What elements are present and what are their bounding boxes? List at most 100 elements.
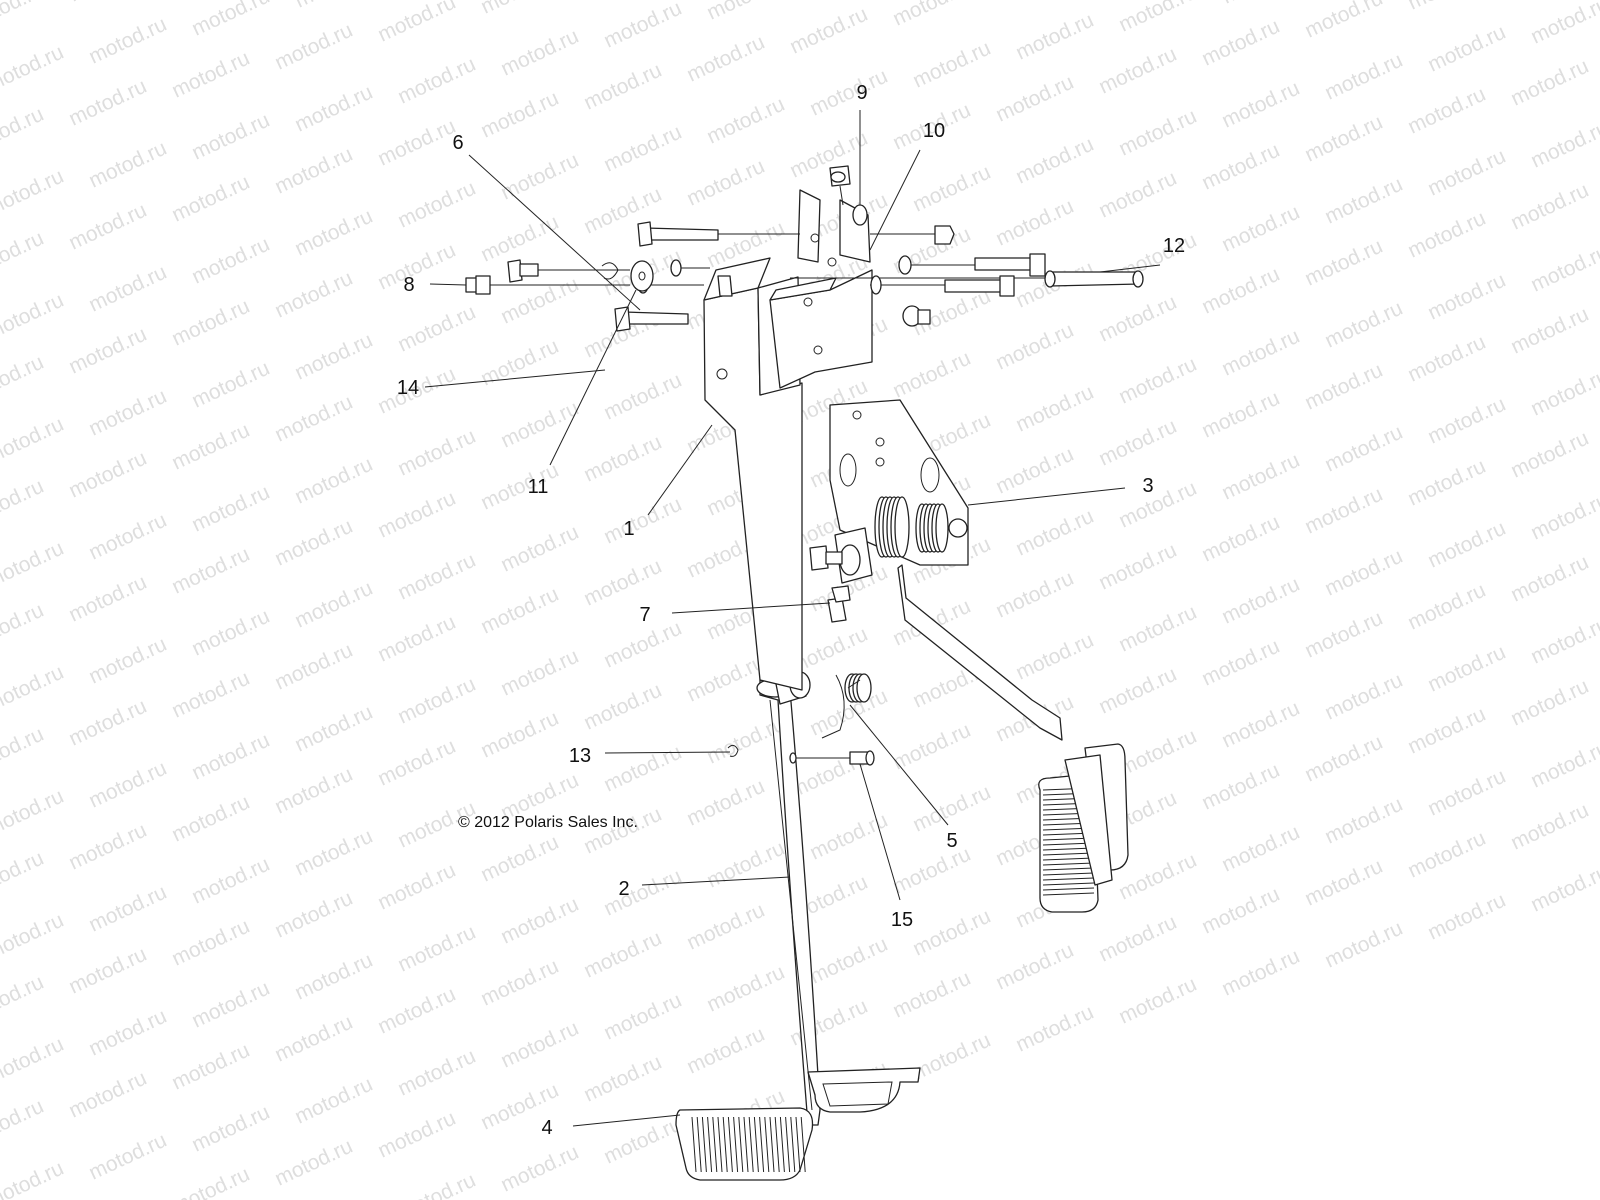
watermark-text: motod.ru <box>168 543 253 599</box>
watermark-text: motod.ru <box>271 267 356 323</box>
watermark-text: motod.ru <box>168 419 253 475</box>
watermark-text: motod.ru <box>1507 303 1592 359</box>
watermark-text: motod.ru <box>271 1135 356 1191</box>
pad-rib <box>785 1116 791 1173</box>
watermark-text: motod.ru <box>806 65 891 121</box>
pad-rib <box>748 1116 754 1173</box>
watermark-text: motod.ru <box>291 1073 376 1129</box>
watermark-text: motod.ru <box>1095 663 1180 719</box>
watermark-text: motod.ru <box>0 785 67 841</box>
watermark-text: motod.ru <box>1527 737 1600 793</box>
pad-rib <box>1042 882 1095 886</box>
watermark-text: motod.ru <box>1218 945 1303 1001</box>
leader-lines <box>424 110 1161 1127</box>
callout-3: 3 <box>1142 475 1153 497</box>
watermark-text: motod.ru <box>374 983 459 1039</box>
watermark-text: motod.ru <box>0 1157 67 1200</box>
callout-13: 13 <box>569 745 591 767</box>
watermark-text: motod.ru <box>1095 291 1180 347</box>
watermark-text: motod.ru <box>909 161 994 217</box>
watermark-text: motod.ru <box>1404 827 1489 883</box>
watermark-text: motod.ru <box>65 447 150 503</box>
spring-coil <box>935 503 949 553</box>
watermark-text: motod.ru <box>477 707 562 763</box>
watermark-text: motod.ru <box>0 413 67 469</box>
watermark-text: motod.ru <box>1115 725 1200 781</box>
watermark-text: motod.ru <box>1424 269 1509 325</box>
callout-1: 1 <box>623 518 634 540</box>
callout-9: 9 <box>856 82 867 104</box>
watermark-text: motod.ru <box>271 19 356 75</box>
pad-rib <box>764 1116 770 1173</box>
watermark-text: motod.ru <box>1218 77 1303 133</box>
watermark-text: motod.ru <box>188 605 273 661</box>
watermark-text: motod.ru <box>291 577 376 633</box>
part-fastener-bolt-14 <box>507 253 1046 292</box>
callout-labels: 1 2 3 4 5 6 7 8 9 10 11 12 13 14 15 <box>397 82 1185 1139</box>
pad-rib <box>727 1116 733 1173</box>
watermark-text: motod.ru <box>394 53 479 109</box>
watermark-text: motod.ru <box>1198 15 1283 71</box>
pad-rib <box>743 1116 749 1173</box>
watermark-text: motod.ru <box>0 661 67 717</box>
watermark-text: motod.ru <box>1527 489 1600 545</box>
copyright-text: © 2012 Polaris Sales Inc. <box>458 814 638 831</box>
watermark-text: motod.ru <box>0 847 47 903</box>
watermark-text: motod.ru <box>1404 455 1489 511</box>
pad-rib <box>1042 847 1095 851</box>
watermark-text: motod.ru <box>1115 477 1200 533</box>
watermark-text: motod.ru <box>271 763 356 819</box>
watermark-text: motod.ru <box>1095 539 1180 595</box>
watermark-text: motod.ru <box>889 0 974 31</box>
watermark-text: motod.ru <box>65 695 150 751</box>
watermark-text: motod.ru <box>477 335 562 391</box>
watermark-text: motod.ru <box>600 865 685 921</box>
watermark-text: motod.ru <box>374 859 459 915</box>
pad-rib <box>1042 887 1095 891</box>
watermark-text: motod.ru <box>1404 83 1489 139</box>
watermark-text: motod.ru <box>168 791 253 847</box>
watermark-text: motod.ru <box>1321 545 1406 601</box>
watermark-text: motod.ru <box>1321 793 1406 849</box>
watermark-text: motod.ru <box>188 853 273 909</box>
watermark-text: motod.ru <box>85 385 170 441</box>
watermark-text: motod.ru <box>580 927 665 983</box>
callout-4: 4 <box>541 1117 552 1139</box>
watermark-text: motod.ru <box>1095 43 1180 99</box>
watermark-text: motod.ru <box>1198 139 1283 195</box>
pad-rib <box>769 1116 775 1173</box>
watermark-text: motod.ru <box>1218 573 1303 629</box>
pad-rib <box>722 1116 728 1173</box>
watermark-text: motod.ru <box>806 933 891 989</box>
watermark-text: motod.ru <box>374 487 459 543</box>
watermark-text: motod.ru <box>1115 601 1200 657</box>
watermark-text: motod.ru <box>477 0 562 19</box>
watermark-text: motod.ru <box>65 1067 150 1123</box>
watermark-text: motod.ru <box>168 47 253 103</box>
watermark-text: motod.ru <box>992 71 1077 127</box>
watermark-text: motod.ru <box>1424 393 1509 449</box>
part-pivot-bolt-12 <box>790 270 1144 288</box>
watermark-text: motod.ru <box>188 109 273 165</box>
watermark-text: motod.ru <box>889 967 974 1023</box>
watermark-text: motod.ru <box>394 177 479 233</box>
watermark-text: motod.ru <box>291 825 376 881</box>
watermark-text: motod.ru <box>497 1017 582 1073</box>
pad-rib <box>1042 877 1095 881</box>
watermark-text: motod.ru <box>291 205 376 261</box>
watermark-text: motod.ru <box>85 1129 170 1185</box>
watermark-text: motod.ru <box>0 537 67 593</box>
watermark-text: motod.ru <box>168 1039 253 1095</box>
watermark-text: motod.ru <box>703 837 788 893</box>
watermark-text: motod.ru <box>1527 861 1600 917</box>
watermark-text: motod.ru <box>168 295 253 351</box>
watermark-text: motod.ru <box>0 41 67 97</box>
watermark-text: motod.ru <box>65 199 150 255</box>
watermark-text: motod.ru <box>1198 387 1283 443</box>
watermark-text: motod.ru <box>0 227 47 283</box>
watermark-text: motod.ru <box>909 905 994 961</box>
watermark-text: motod.ru <box>1321 669 1406 725</box>
part-fastener-bolt-upper <box>637 221 955 247</box>
watermark-text: motod.ru <box>600 369 685 425</box>
part-pin-15 <box>789 750 875 766</box>
